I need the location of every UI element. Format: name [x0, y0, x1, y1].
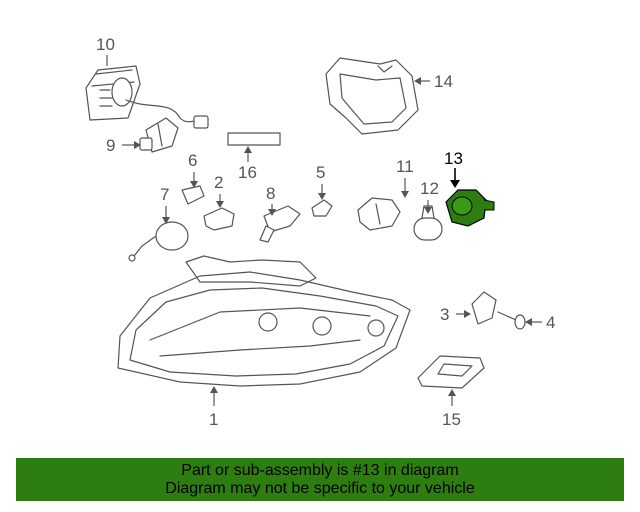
part-9-igniter: [139, 117, 179, 153]
part-8-bulb: [259, 205, 301, 243]
part-4-screw: [497, 311, 526, 330]
callout-6: 6: [188, 151, 197, 170]
part-6-clip: [181, 185, 205, 205]
part-15-ballast: [417, 355, 485, 389]
info-line-disclaimer: Diagram may not be specific to your vehi…: [165, 480, 475, 497]
parts-diagram: 10 9 16 14 6 2 7 8: [85, 35, 555, 429]
callout-15: 15: [442, 410, 461, 429]
part-14-housing-cover: [325, 57, 419, 135]
part-1-headlamp-assembly: [117, 255, 411, 387]
callout-2: 2: [214, 173, 223, 192]
callout-13: 13: [444, 149, 463, 168]
part-5-cap: [311, 199, 333, 217]
callout-3: 3: [440, 305, 449, 324]
part-2-bracket: [203, 207, 235, 231]
part-7-adjuster-motor: [128, 221, 189, 262]
part-3-bracket: [471, 291, 497, 325]
callout-11: 11: [396, 157, 414, 176]
info-line-part: Part or sub-assembly is #13 in diagram: [181, 462, 459, 479]
diagram-info-bar: Part or sub-assembly is #13 in diagram D…: [16, 458, 624, 501]
callout-7: 7: [160, 185, 169, 204]
callout-8: 8: [266, 184, 275, 203]
callout-9: 9: [106, 136, 115, 155]
callout-10: 10: [96, 35, 115, 54]
callout-4: 4: [546, 313, 555, 332]
callout-14: 14: [434, 72, 453, 91]
callout-16: 16: [238, 163, 257, 182]
part-11-socket: [357, 197, 401, 231]
callout-1: 1: [209, 410, 218, 429]
part-10-control-unit: [85, 65, 209, 129]
part-16-label: [227, 132, 281, 146]
callout-12: 12: [420, 179, 439, 198]
part-13-highlighted-socket: [445, 189, 495, 227]
callout-5: 5: [316, 163, 325, 182]
